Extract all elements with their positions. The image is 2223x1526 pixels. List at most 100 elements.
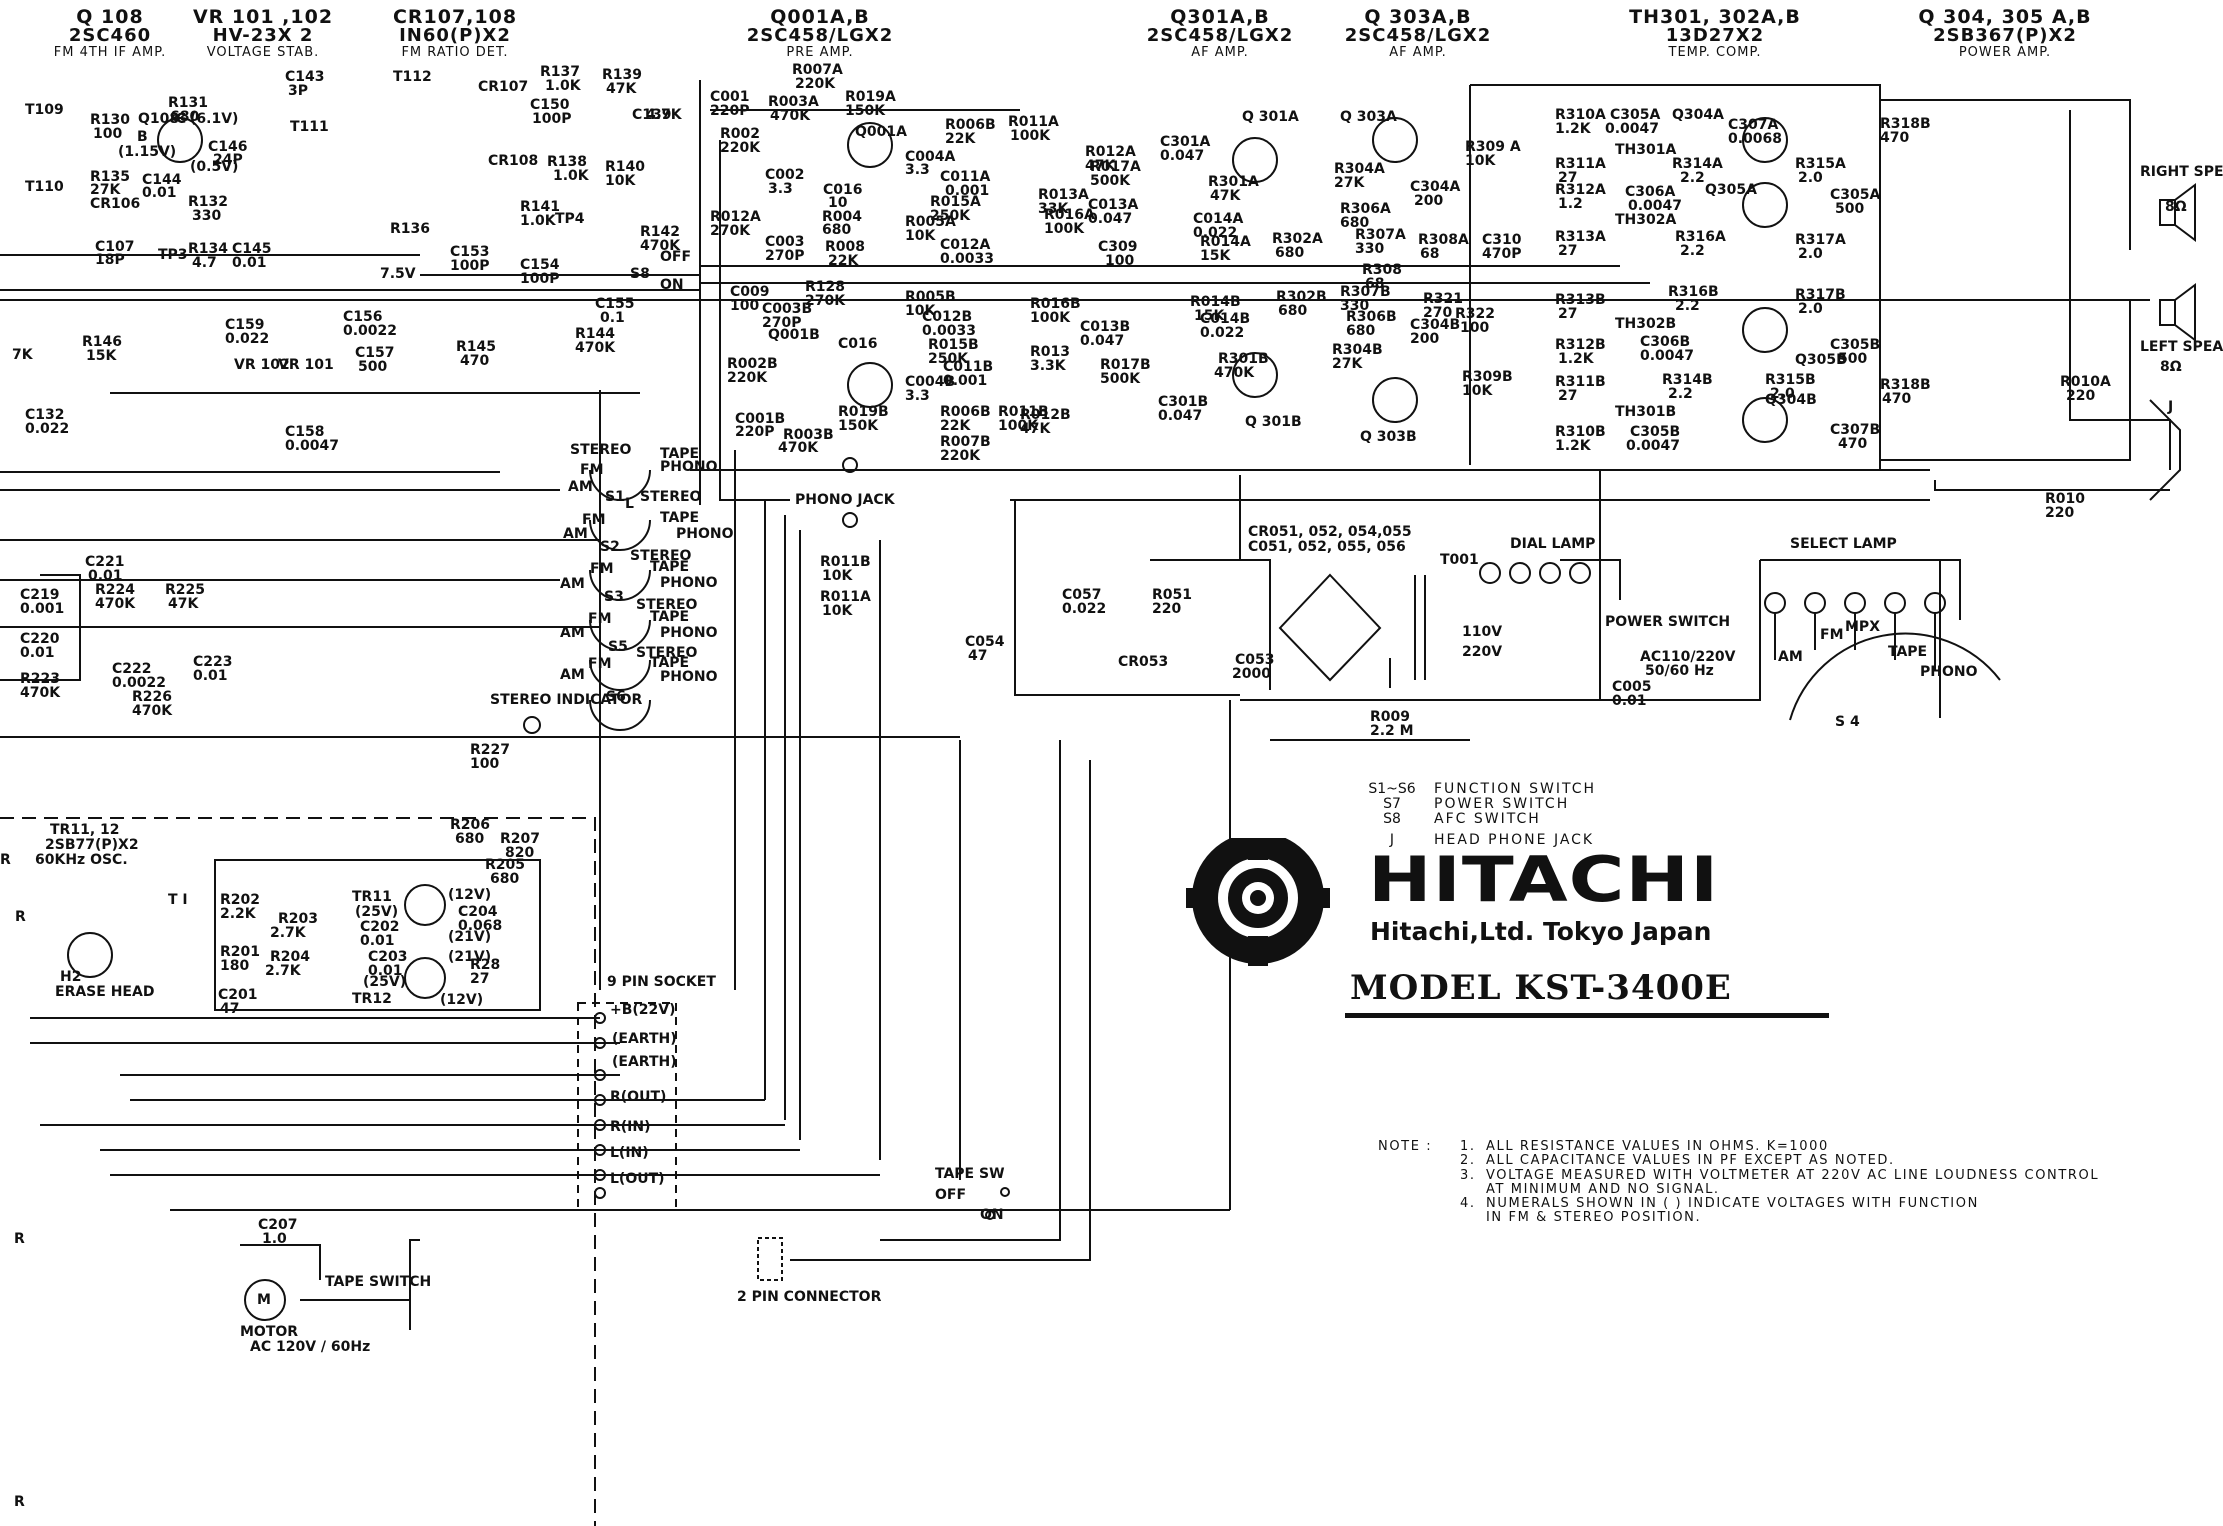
component-label-fm: FM (588, 611, 612, 627)
component-label-c304b-v: 200 (1410, 331, 1440, 347)
component-label-pin-rin: R(IN) (610, 1119, 651, 1135)
component-label-r314b-v: 2.2 (1668, 386, 1693, 402)
component-label-tape: TAPE (660, 510, 700, 526)
note-row: 2.ALL CAPACITANCE VALUES IN PF EXCEPT AS… (1378, 1153, 2099, 1168)
component-label-r301a-v: 47K (1210, 188, 1241, 204)
component-label-r318b: R318B (1880, 377, 1931, 393)
component-label-phono: PHONO (676, 526, 734, 542)
component-label-th302a: TH302A (1615, 212, 1677, 228)
component-label-r142: R142 (640, 224, 681, 240)
component-label-c305b-v: 500 (1838, 351, 1868, 367)
component-label-r304a-v: 27K (1334, 175, 1365, 191)
component-label-tr11: TR11 (352, 889, 392, 905)
legend-value: POWER SWITCH (1434, 796, 1570, 812)
tape-sw-contact (985, 1210, 995, 1220)
component-label-c146-v: 24P (213, 152, 243, 168)
component-label-s3: S3 (604, 589, 624, 605)
component-label-edge-r2: R (14, 1494, 25, 1510)
socket-pin (594, 1037, 606, 1049)
component-label-am: AM (563, 526, 588, 542)
component-label-c05: C051, 052, 055, 056 (1248, 539, 1406, 555)
component-label-r010a-v: 220 (2066, 388, 2096, 404)
component-label-s6: S6 (606, 689, 626, 705)
component-label-c011b: C011B (943, 359, 994, 375)
component-label-r141-v: 1.0K (520, 213, 556, 229)
component-label-r007b: R007B (940, 434, 991, 450)
component-label-vr-6v: (6.1V) (190, 111, 239, 127)
component-label-r008: R008 (825, 239, 866, 255)
component-label-c002: C002 (765, 167, 805, 183)
component-label-c011a-v: 0.001 (945, 183, 990, 199)
headphone-jack-icon (2149, 399, 2181, 501)
component-label-c207-v: 1.0 (262, 1231, 287, 1247)
component-label-c307a-v: 0.0068 (1728, 131, 1783, 147)
component-label-r016a-v: 100K (1044, 221, 1085, 237)
component-label-r202-v: 2.2K (220, 906, 256, 922)
function-switch-arc (589, 619, 651, 651)
component-label-r309b-v: 10K (1462, 383, 1493, 399)
note-row: 3.VOLTAGE MEASURED WITH VOLTMETER AT 220… (1378, 1168, 2099, 1183)
component-label-v110: 110V (1462, 624, 1503, 640)
component-label-r301a: R301A (1208, 174, 1259, 190)
component-label-r308a-v: 68 (1420, 246, 1440, 262)
component-label-r225: R225 (165, 582, 206, 598)
component-label-c223: C223 (193, 654, 233, 670)
component-label-cr106: CR106 (90, 196, 141, 212)
select-lamp-icon (1804, 592, 1826, 614)
left-speaker-icon (2159, 283, 2196, 342)
component-label-select-lamp: SELECT LAMP (1790, 536, 1897, 552)
component-label-c004a-v: 3.3 (905, 162, 930, 178)
component-label-v25a: (25V) (355, 904, 399, 920)
component-label-c003b: C003B (762, 301, 813, 317)
component-label-c016: C016 (838, 336, 878, 352)
component-label-c001-v: 220P (710, 103, 750, 119)
component-label-r310a: R310A (1555, 107, 1606, 123)
component-label-th302b: TH302B (1615, 316, 1677, 332)
component-label-motor-m: M (257, 1292, 271, 1308)
component-label-r130: R130 (90, 112, 131, 128)
component-label-j: J (2168, 399, 2174, 415)
component-label-pin-b: +B(22V) (610, 1002, 676, 1018)
component-label-r205: R205 (485, 857, 526, 873)
component-label-r308: R308 (1362, 262, 1403, 278)
component-label-fm: FM (590, 561, 614, 577)
component-label-c001b: C001B (735, 411, 786, 427)
component-label-r201: R201 (220, 944, 261, 960)
component-label-c009: C009 (730, 284, 770, 300)
component-label-c222: C222 (112, 661, 152, 677)
header-q108: Q 108 2SC460 FM 4TH IF AMP. (20, 7, 200, 59)
component-label-c220-v: 0.01 (20, 645, 55, 661)
component-label-c014a-v: 0.022 (1193, 225, 1238, 241)
component-label-r012a: R012A (710, 209, 761, 225)
component-label-stereo: STEREO (640, 489, 702, 505)
component-label-q301a: Q 301A (1242, 109, 1299, 125)
component-label-tp4: TP4 (555, 211, 585, 227)
component-label-c002-v: 3.3 (768, 181, 793, 197)
function-switch-arc (589, 469, 651, 501)
component-label-r137-v: 1.0K (545, 78, 581, 94)
component-label-q305a: Q305A (1705, 182, 1757, 198)
component-label-c221: C221 (85, 554, 125, 570)
header-q303: Q 303A,B 2SC458/LGX2 AF AMP. (1318, 7, 1518, 59)
header-th301: TH301, 302A,B 13D27X2 TEMP. COMP. (1610, 7, 1820, 59)
component-label-r224: R224 (95, 582, 136, 598)
bus-wire (2069, 110, 2171, 470)
component-label-c132-v: 0.022 (25, 421, 70, 437)
component-label-fm-lamp: FM (1820, 627, 1844, 643)
component-label-r203: R203 (278, 911, 319, 927)
component-label-r207-v: 820 (505, 845, 535, 861)
component-label-r002b: R002B (727, 356, 778, 372)
component-label-c306b: C306B (1640, 334, 1691, 350)
two-pin-connector (757, 1237, 783, 1281)
legend-key: S7 (1383, 796, 1401, 812)
component-label-stereo-ind: STEREO INDICATOR (490, 692, 643, 708)
component-label-c005-v: 0.01 (1612, 693, 1647, 709)
component-label-c156-v: 0.0022 (343, 323, 398, 339)
component-label-phono: PHONO (660, 459, 718, 475)
legend-key: S8 (1383, 811, 1401, 827)
component-label-cr108: CR108 (488, 153, 539, 169)
component-label-c003: C003 (765, 234, 805, 250)
component-label-r145-v: 470 (460, 353, 490, 369)
component-label-r014a: R014A (1200, 234, 1251, 250)
